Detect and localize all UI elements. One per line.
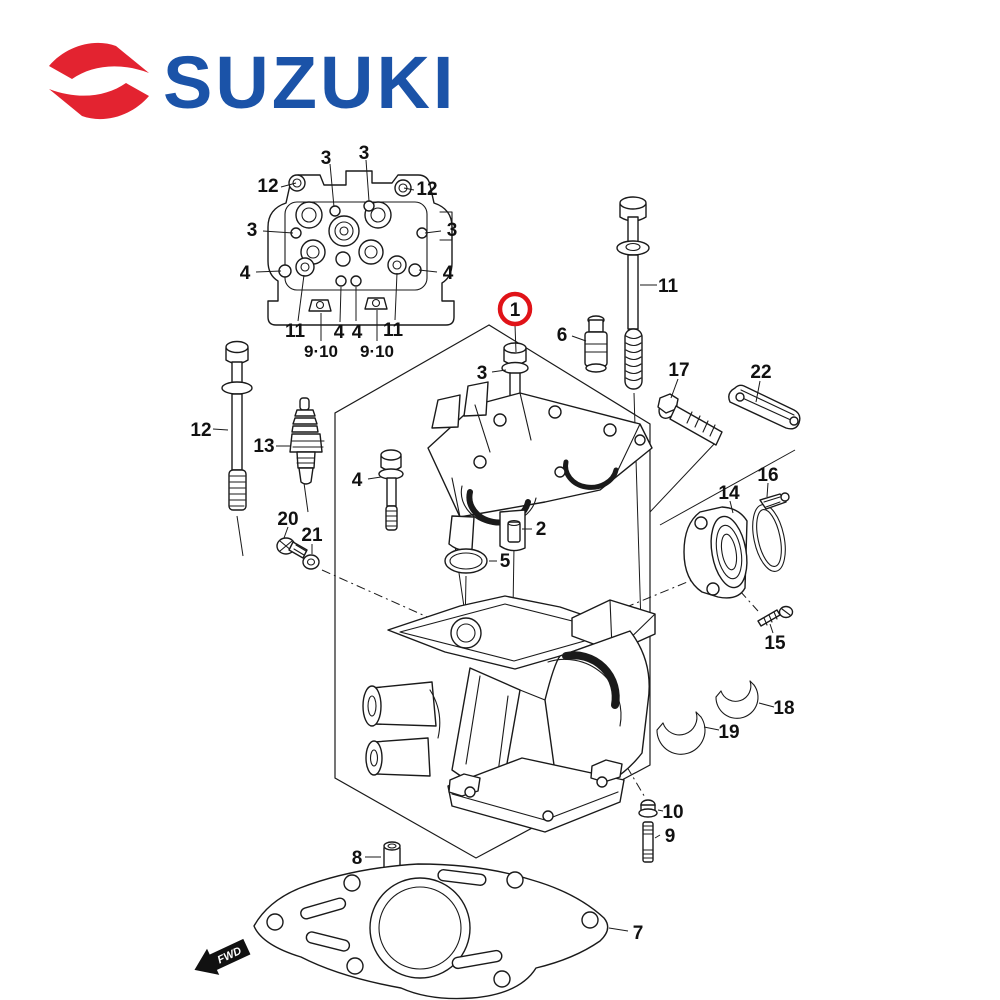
callout-15: 15: [764, 633, 786, 654]
callout-1-highlighted: 1: [510, 300, 521, 321]
part-shim-18: [715, 680, 759, 719]
part-bracket-22: [728, 384, 801, 430]
callout-4-cover-br: 4: [352, 322, 363, 343]
callout-21: 21: [301, 525, 323, 546]
callout-4-cover-bl: 4: [334, 322, 345, 343]
part-washer-21: [302, 554, 320, 570]
part-spark-plug-13: [289, 397, 325, 485]
callout-4-cover-r: 4: [443, 263, 454, 284]
part-dowel-8: [383, 841, 401, 872]
suzuki-s-icon: [49, 42, 149, 120]
callout-2: 2: [536, 519, 547, 540]
callout-7: 7: [633, 923, 644, 944]
part-shim-19: [656, 711, 706, 755]
callout-12-bolt: 12: [190, 420, 211, 441]
part-long-bolt-11: [616, 196, 650, 390]
callout-14: 14: [718, 483, 740, 504]
part-stud-9: [642, 821, 654, 863]
part-cylinder-head: [362, 595, 656, 833]
callout-11-bolt: 11: [658, 276, 679, 297]
part-o-ring-5: [444, 548, 488, 574]
suzuki-wordmark: SUZUKI: [163, 41, 456, 124]
part-dowel-pin-2: [507, 519, 521, 543]
callout-3-cover-tl: 3: [321, 148, 332, 169]
callout-5: 5: [500, 551, 511, 572]
part-head-cover-top-view: [267, 170, 455, 326]
part-bolt-17: [657, 393, 723, 446]
part-nut-10: [638, 799, 658, 818]
part-small-bolt-20: [276, 537, 308, 559]
callout-13: 13: [253, 436, 274, 457]
callout-17: 17: [668, 360, 689, 381]
callout-labels: 3 3 12 12 3 3 4 4 11 4 4 11 9·10 9·10 1 …: [190, 143, 794, 944]
part-head-gasket-7: [253, 863, 609, 1000]
callout-18: 18: [773, 698, 794, 719]
highlighted-part-circle: [497, 291, 533, 327]
part-long-bolt-12: [221, 340, 253, 511]
part-camshaft-holder: [427, 381, 653, 552]
callout-16: 16: [757, 465, 778, 486]
callout-11-cover-l: 11: [285, 321, 306, 342]
part-screw-15: [757, 605, 794, 627]
callout-3-holder: 3: [477, 363, 488, 384]
callout-20: 20: [277, 509, 298, 530]
part-clamp-16: [752, 492, 790, 572]
callout-6: 6: [557, 325, 568, 346]
assembly-group-boundary: [334, 324, 651, 859]
part-bolt-4: [378, 449, 404, 531]
callout-12-cover-r: 12: [416, 179, 437, 200]
callout-8: 8: [352, 848, 363, 869]
callout-3-cover-tr: 3: [359, 143, 370, 164]
suzuki-logo: SUZUKI: [49, 41, 456, 124]
callout-11-cover-r: 11: [383, 320, 404, 341]
callout-3-cover-mr: 3: [447, 220, 458, 241]
part-tappet-6: [584, 315, 608, 373]
part-intake-flange-14: [683, 506, 748, 599]
fwd-marker: FWD: [194, 938, 251, 975]
callout-9-10-r: 9·10: [360, 342, 394, 361]
callout-10: 10: [662, 802, 683, 823]
callout-3-cover-ml: 3: [247, 220, 258, 241]
callout-9-10-l: 9·10: [304, 342, 338, 361]
callout-leader-lines: [212, 159, 775, 932]
callout-22: 22: [750, 362, 771, 383]
callout-19: 19: [718, 722, 739, 743]
callout-12-cover-l: 12: [257, 176, 278, 197]
callout-4-holder: 4: [352, 470, 363, 491]
callout-9: 9: [665, 826, 676, 847]
callout-4-cover-l: 4: [240, 263, 251, 284]
